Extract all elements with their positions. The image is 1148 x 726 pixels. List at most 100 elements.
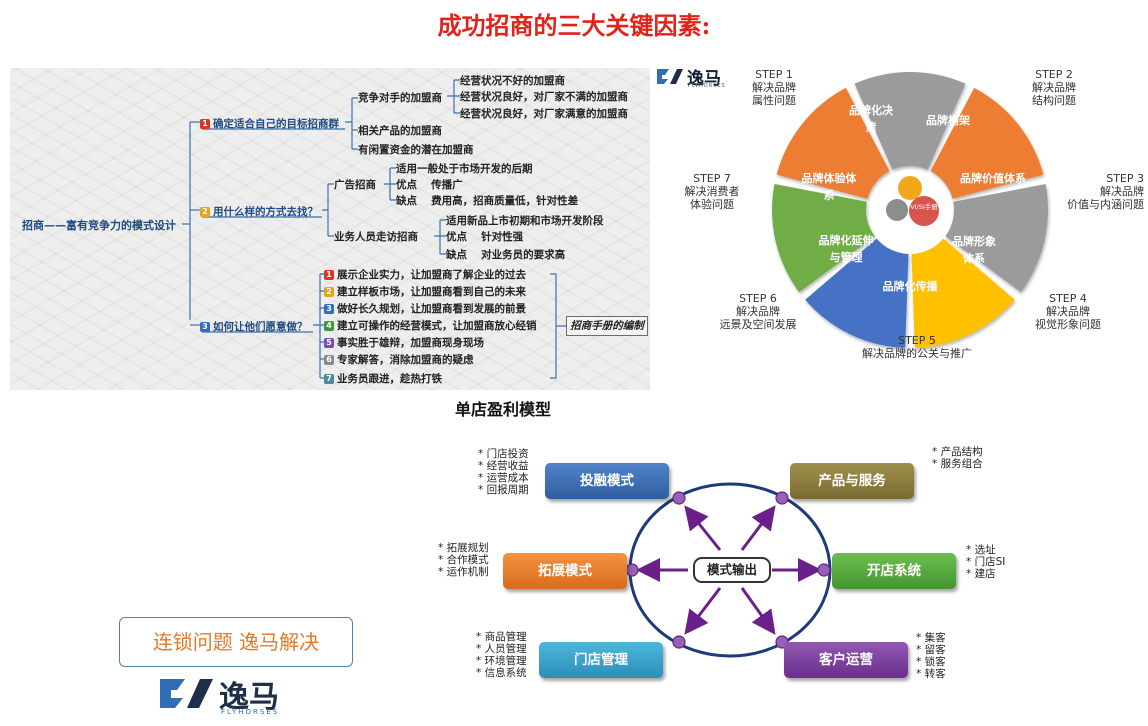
bottom-logo-subtext: FLYHORSES xyxy=(221,708,280,716)
list-customer: * 集客 * 留客 * 锁客 * 转客 xyxy=(916,632,946,680)
step-text: 结构问题 xyxy=(1032,94,1076,107)
bottom-logo: 逸马 FLYHORSES xyxy=(157,672,307,718)
step-number: STEP 4 xyxy=(1049,292,1087,305)
list-invest: * 门店投资 * 经营收益 * 运营成本 * 回报周期 xyxy=(478,448,529,496)
number-badge: 5 xyxy=(324,338,334,348)
mindmap-leaf: 经营状况良好，对厂家不满的加盟商 xyxy=(460,91,628,103)
step-number: STEP 5 xyxy=(898,334,936,347)
gear-icon xyxy=(886,199,908,221)
step-text: 解决品牌的公关与推广 xyxy=(862,347,972,360)
box-customer-ops: 客户运营 xyxy=(784,642,908,678)
mindmap-leaf: 经营状况良好，对厂家满意的加盟商 xyxy=(460,108,628,120)
segment-label: 品牌体验体系 xyxy=(801,172,857,202)
step-text: 解决品牌 xyxy=(736,305,780,318)
number-badge: 1 xyxy=(324,270,334,280)
bullet-item: * 回报周期 xyxy=(478,484,529,496)
wheel-labels: 品牌化决策 品牌构架 品牌价值体系 品牌形象体系 品牌化传播 品牌化延伸与管理 … xyxy=(760,60,1060,360)
step-text: 视觉形象问题 xyxy=(1035,318,1101,331)
model-center-label: 模式输出 xyxy=(693,557,771,583)
bullet-item: * 留客 xyxy=(916,644,946,656)
step-text: 解决消费者 xyxy=(684,185,740,198)
bullet-item: * 运作机制 xyxy=(438,566,489,578)
number-badge: 3 xyxy=(324,304,334,314)
segment-label: 品牌构架 xyxy=(926,114,970,127)
wheel-segment xyxy=(854,72,966,170)
mindmap-leaf: 经营状况不好的加盟商 xyxy=(460,75,565,87)
leaf-text: 业务员跟进，趁热打铁 xyxy=(337,373,442,385)
step-number: STEP 2 xyxy=(1035,68,1073,81)
wheel-segment xyxy=(930,87,1044,199)
brand-wheel: VI/SI手册 xyxy=(772,72,1048,348)
box-expand-model: 拓展模式 xyxy=(503,553,627,589)
step-number: STEP 6 xyxy=(739,292,777,305)
leaf-text: 专家解答，消除加盟商的疑虑 xyxy=(337,354,474,366)
number-badge: 2 xyxy=(324,287,334,297)
flyhorses-logo-icon xyxy=(160,679,213,708)
step-text: 解决品牌 xyxy=(1100,185,1144,198)
hub-label: VI/SI手册 xyxy=(910,202,938,211)
segment-label: 品牌化传播 xyxy=(882,280,938,293)
number-badge: 3 xyxy=(200,322,210,332)
leaf-text: 建立样板市场，让加盟商看到自己的未来 xyxy=(337,286,526,298)
segment-label: 品牌价值体系 xyxy=(960,172,1026,185)
mindmap-leaf: 缺点 对业务员的要求高 xyxy=(446,249,566,261)
number-badge: 2 xyxy=(200,207,210,217)
bottom-logo-text: 逸马 xyxy=(219,680,279,715)
box-invest-model: 投融模式 xyxy=(545,463,669,499)
leaf-text: 做好长久规划，让加盟商看到发展的前景 xyxy=(337,303,526,315)
bullet-item: * 建店 xyxy=(966,568,996,580)
page-title: 成功招商的三大关键因素: xyxy=(437,11,711,40)
slogan-box: 连锁问题 逸马解决 xyxy=(119,617,353,667)
step-text: 远景及空间发展 xyxy=(719,318,797,331)
bullet-item: * 信息系统 xyxy=(476,667,527,679)
model-diagram xyxy=(625,482,832,658)
step-number: STEP 3 xyxy=(1106,172,1144,185)
step-number: STEP 7 xyxy=(693,172,731,185)
number-badge: 1 xyxy=(200,119,210,129)
step-number: STEP 1 xyxy=(755,68,793,81)
step-text: 价值与内涵问题 xyxy=(1067,198,1144,211)
step-text: 体验问题 xyxy=(690,198,734,211)
bullet-item: * 服务组合 xyxy=(932,458,983,470)
mindmap-root: 招商——富有竞争力的模式设计 xyxy=(22,219,176,232)
handbook-label: 招商手册的编制 xyxy=(566,316,648,336)
model-nodes xyxy=(625,491,831,649)
model-title: 单店盈利模型 xyxy=(455,400,552,419)
list-open: * 选址 * 门店SI * 建店 xyxy=(966,544,1005,580)
brand-logo-subtext: FLYHORSES xyxy=(688,83,726,89)
bullet-item: * 转客 xyxy=(916,668,946,680)
mindmap-node-ad: 广告招商 xyxy=(334,179,376,191)
bullet-item: * 运营成本 xyxy=(478,472,529,484)
branch-label: 用什么样的方式去找？ xyxy=(213,206,318,218)
step-text: 解决品牌 xyxy=(752,81,796,94)
leaf-text: 展示企业实力，让加盟商了解企业的过去 xyxy=(337,269,526,281)
segment-label: 品牌形象体系 xyxy=(952,235,996,265)
leaf-text: 事实胜于雄辩，加盟商现身现场 xyxy=(337,337,484,349)
list-expand: * 拓展规划 * 合作模式 * 运作机制 xyxy=(438,542,489,578)
bullet-item: * 集客 xyxy=(916,632,946,644)
bullet-item: * 人员管理 xyxy=(476,643,527,655)
number-badge: 4 xyxy=(324,321,334,331)
mindmap-node-sales: 业务人员走访招商 xyxy=(334,231,418,243)
box-store-management: 门店管理 xyxy=(539,642,663,678)
mindmap-node-competitor: 竞争对手的加盟商 xyxy=(358,92,442,104)
mindmap-leaf: 优点 传播广 xyxy=(396,179,463,191)
bullet-item: * 选址 xyxy=(966,544,996,556)
branch-label: 如何让他们愿意做？ xyxy=(213,321,308,333)
mindmap-leaf: 优点 针对性强 xyxy=(446,231,524,243)
bullet-item: * 合作模式 xyxy=(438,554,489,566)
bullet-item: * 门店SI xyxy=(966,556,1006,568)
brand-logo: 逸马 FLYHORSES xyxy=(655,64,726,89)
